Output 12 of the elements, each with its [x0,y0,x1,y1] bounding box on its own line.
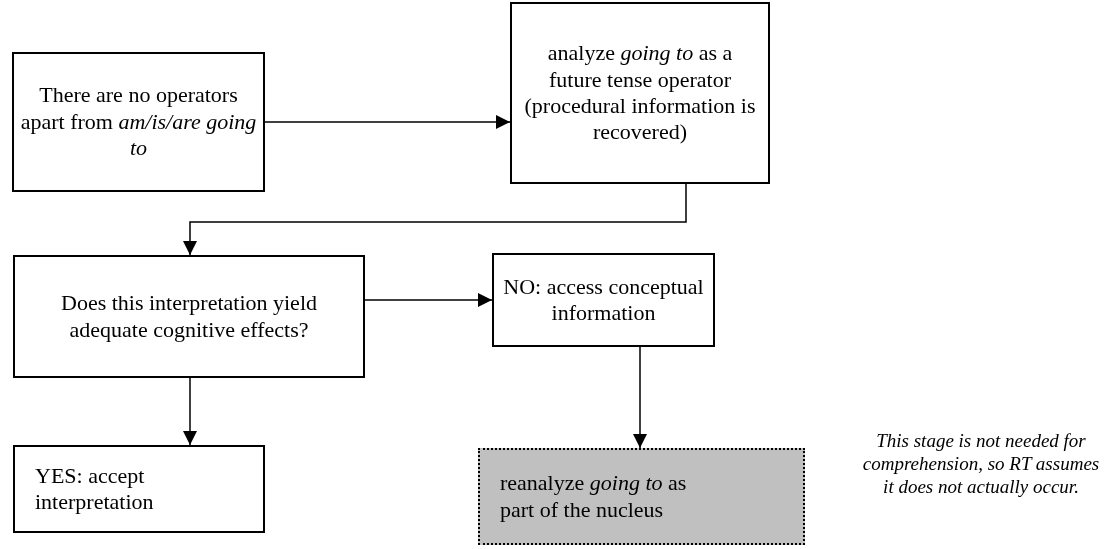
process-box: Does this interpretation yield adequate cognitive effects? [13,255,365,378]
process-box: There are no operators apart from am/is/are going to [12,52,265,192]
arrow [364,293,493,307]
process-box: analyze going to as a future tense operator (procedural information is recovered) [510,2,770,184]
arrow [183,377,197,446]
arrow [183,183,687,256]
shaded-process-box: reanalyze going to as part of the nucleus [478,448,805,545]
note-text: This stage is not needed for comprehension, so RT assumes it does not actually occur. [861,430,1101,499]
arrow [264,115,511,129]
arrow [633,346,647,449]
process-box: NO: access conceptual information [492,253,715,347]
process-box: YES: accept interpretation [13,445,265,533]
